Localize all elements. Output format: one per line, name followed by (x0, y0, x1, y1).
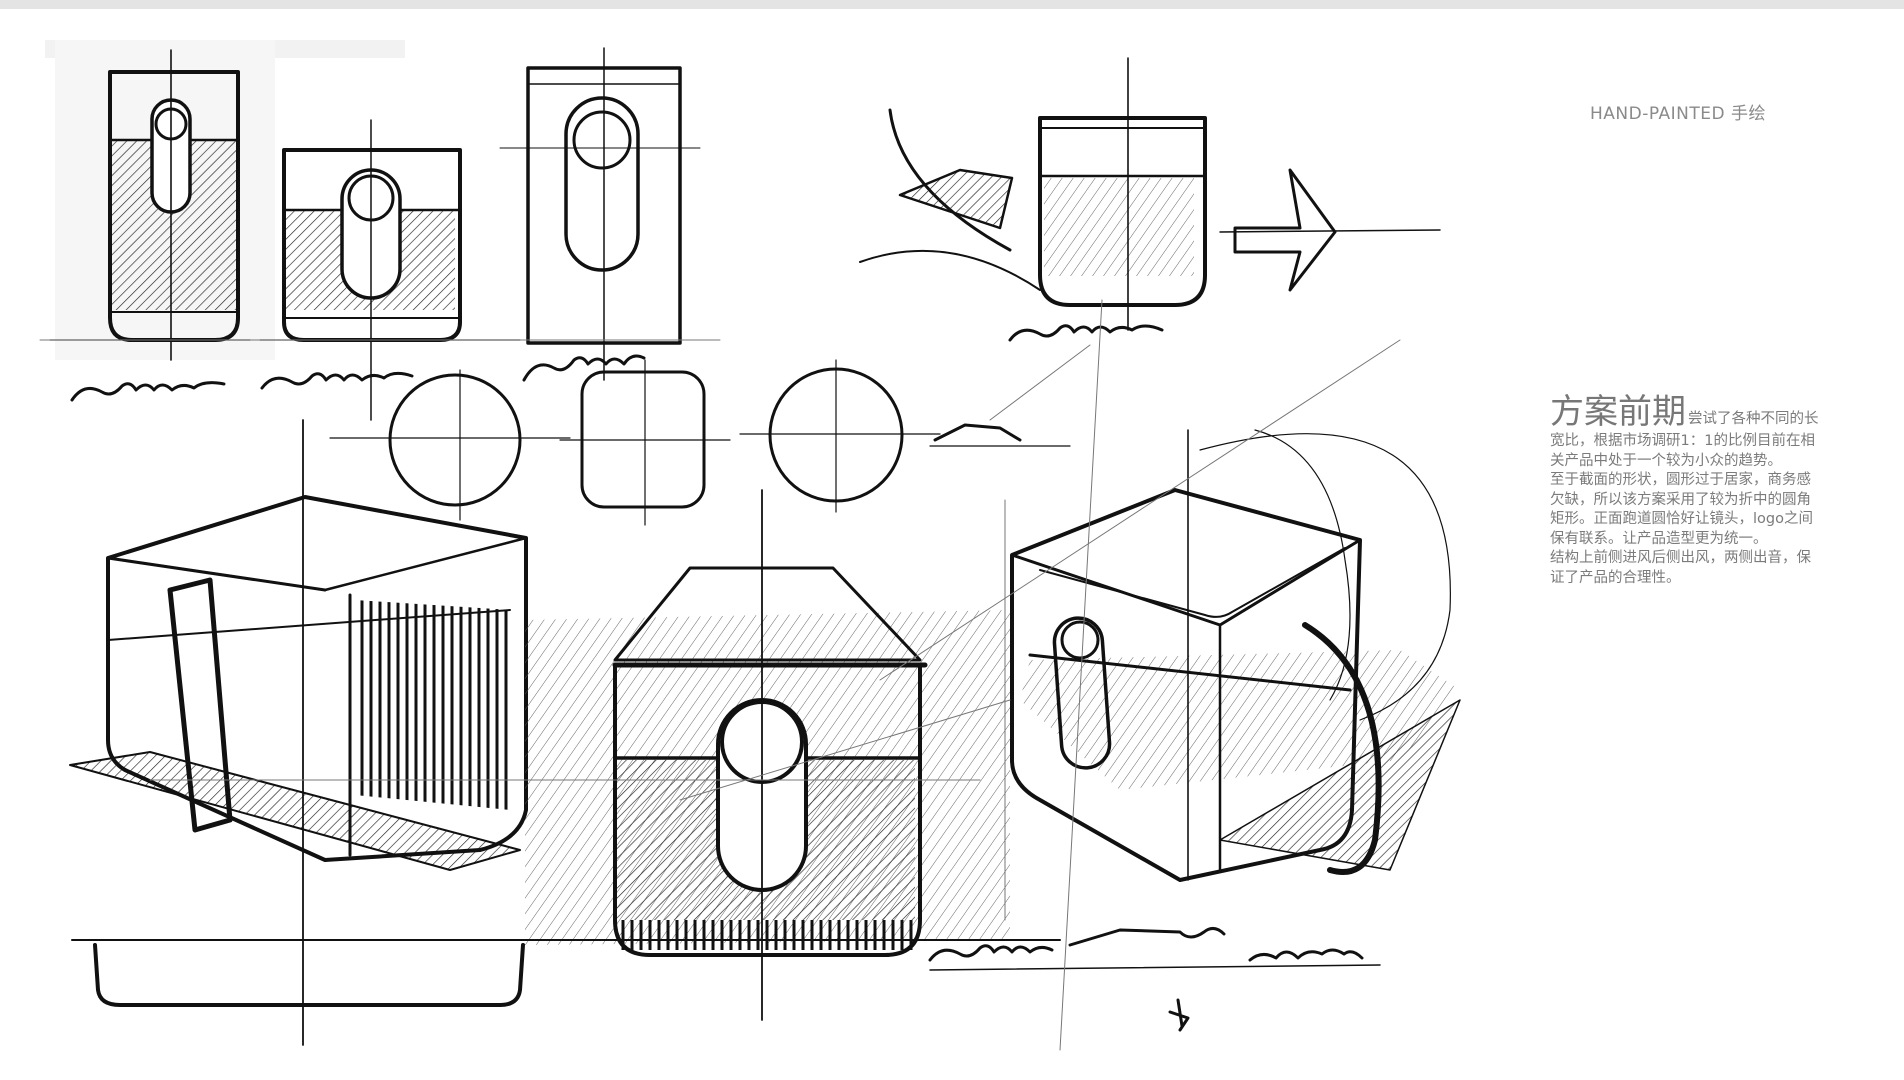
concept-3-sketch (500, 48, 700, 380)
perspective-center (480, 490, 1060, 1020)
concept-1-sketch (45, 40, 405, 360)
bottom-handwriting (930, 928, 1380, 1030)
concept-2-sketch (260, 120, 520, 420)
cross-section-studies (330, 360, 1070, 525)
construction-lines (40, 300, 1400, 1050)
top-border (0, 0, 1904, 9)
description-lead-paragraph: 方案前期尝试了各种不同的长宽比，根据市场调研1：1的比例目前在相关产品中处于一个… (1550, 392, 1825, 471)
scheme-description: 方案前期尝试了各种不同的长宽比，根据市场调研1：1的比例目前在相关产品中处于一个… (1550, 392, 1825, 588)
concept-handwriting (72, 356, 644, 400)
perspective-right (1012, 430, 1460, 880)
hand-painted-label-en: HAND-PAINTED (1590, 104, 1726, 124)
airflow-sketch (860, 58, 1440, 340)
description-title: 方案前期 (1550, 392, 1686, 432)
hand-painted-label-cn: 手绘 (1731, 104, 1766, 124)
description-paragraph-3: 结构上前侧进风后侧出风，两侧出音，保证了产品的合理性。 (1550, 550, 1811, 586)
description-paragraph-2: 至于截面的形状，圆形过于居家，商务感欠缺，所以该方案采用了较为折中的圆角矩形。正… (1550, 472, 1813, 547)
description-lead: 尝试了各种不同的长宽比，根据市场调研1：1的比例目前在相关产品中处于一个较为小众… (1550, 411, 1819, 469)
perspective-left (70, 420, 560, 1045)
hand-painted-label: HAND-PAINTED 手绘 (1590, 99, 1766, 124)
